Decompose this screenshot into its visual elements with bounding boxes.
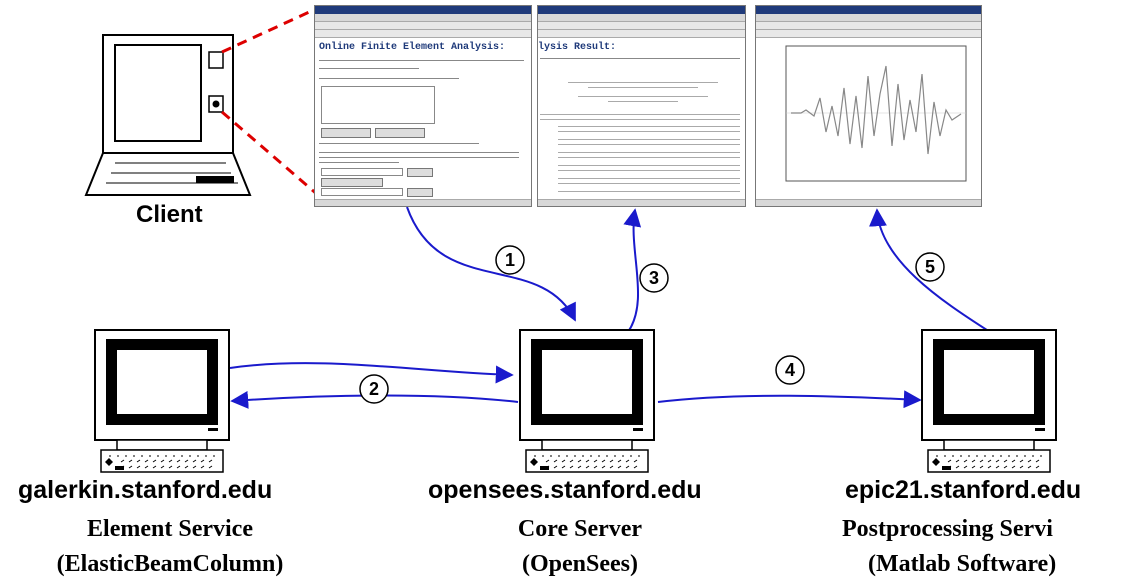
- galerkin-role-label: Element Service: [87, 516, 253, 542]
- analysis-result-screenshot: lysis Result:: [537, 5, 746, 207]
- input-textarea-thumb: [321, 86, 435, 124]
- galerkin-software-label: (ElasticBeamColumn): [56, 551, 284, 577]
- plot-screenshot: [755, 5, 982, 207]
- laptop-icon: [84, 34, 252, 196]
- displacement-plot: [785, 45, 967, 182]
- arrow-2-out: [229, 362, 514, 384]
- step-circles: [359, 245, 945, 404]
- fem-input-screenshot: Online Finite Element Analysis:: [314, 5, 532, 207]
- computer-icon-epic21: [921, 329, 1057, 473]
- fem-screen-title: Online Finite Element Analysis:: [319, 42, 506, 53]
- galerkin-host-label: galerkin.stanford.edu: [18, 476, 273, 504]
- opensees-role-label: Core Server: [517, 516, 643, 542]
- computer-icon-galerkin: [94, 329, 230, 473]
- opensees-host-label: opensees.stanford.edu: [428, 476, 702, 504]
- epic21-host-label: epic21.stanford.edu: [845, 476, 1082, 504]
- opensees-software-label: (OpenSees): [522, 551, 638, 577]
- step-3-label: 3: [648, 268, 659, 288]
- epic21-software-label: (Matlab Software): [868, 551, 1057, 577]
- result-screen-title: lysis Result:: [538, 42, 617, 53]
- submit-button-thumb: [321, 128, 371, 138]
- arrow-5: [869, 208, 991, 333]
- step-4-label: 4: [784, 360, 795, 380]
- computer-icon-opensees: [519, 329, 655, 473]
- arrow-3: [623, 208, 642, 333]
- client-label: Client: [136, 201, 203, 228]
- callout-lines: [221, 6, 319, 197]
- step-2-label: 2: [368, 379, 379, 399]
- epic21-role-label: Postprocessing Servi: [842, 516, 1053, 542]
- clear-button-thumb: [375, 128, 425, 138]
- step-1-label: 1: [504, 250, 515, 270]
- arrow-1: [406, 206, 576, 322]
- step-5-label: 5: [924, 257, 935, 277]
- arrow-4: [657, 390, 922, 409]
